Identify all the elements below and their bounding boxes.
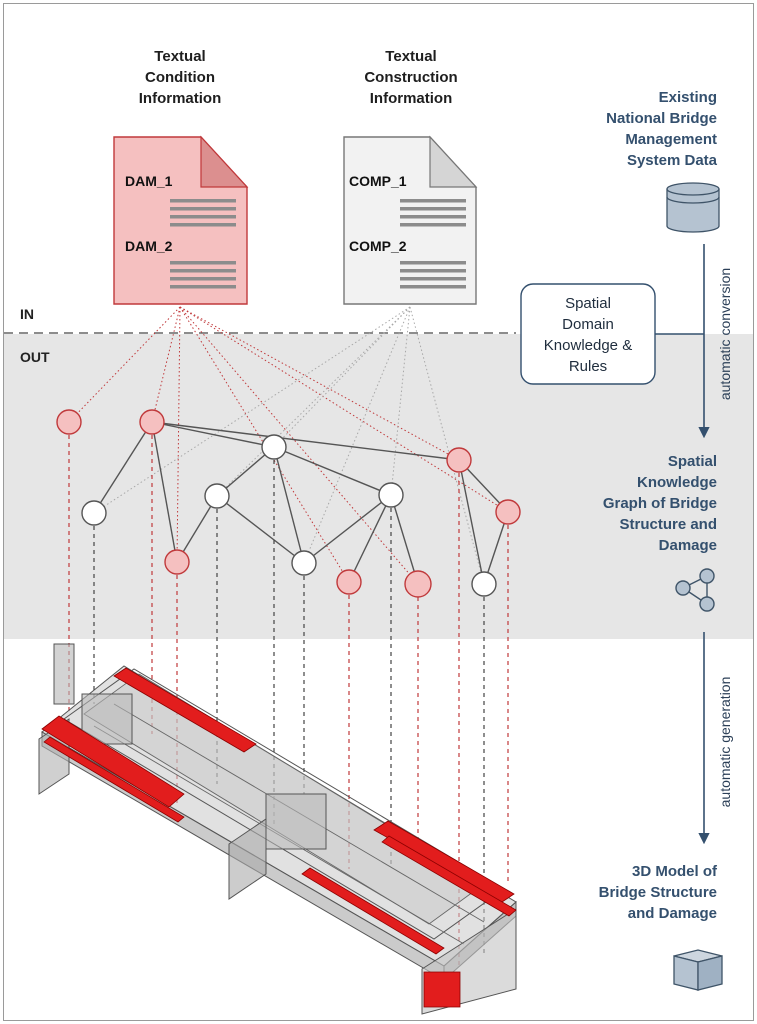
database-icon — [666, 182, 720, 233]
graph-node-damage — [495, 499, 521, 525]
text-lines-icon — [170, 199, 236, 289]
svg-text:Construction: Construction — [364, 69, 457, 86]
figure-frame: IN OUT Textual Condition Information Tex… — [3, 3, 754, 1021]
bridge-knowledge-diagram: IN OUT Textual Condition Information Tex… — [4, 48, 753, 1015]
conversion-arrow-label: automatic conversion — [717, 268, 733, 400]
svg-text:Textual: Textual — [154, 48, 205, 65]
existing-data-label: Existing National Bridge Management Syst… — [606, 89, 718, 169]
out-label: OUT — [20, 349, 50, 365]
generation-arrow-label: automatic generation — [717, 677, 733, 808]
dam-1-label: DAM_1 — [125, 173, 173, 189]
graph-node-component — [291, 550, 317, 576]
svg-text:Existing: Existing — [659, 89, 717, 106]
out-zone-band — [4, 334, 753, 639]
graph-node-component — [81, 500, 107, 526]
svg-text:3D Model of: 3D Model of — [632, 863, 718, 880]
svg-text:Structure and: Structure and — [619, 516, 717, 533]
domain-box-line: Knowledge & — [544, 337, 632, 354]
svg-text:National Bridge: National Bridge — [606, 110, 717, 127]
bridge-3d-model — [38, 643, 517, 1015]
domain-box-line: Domain — [562, 316, 614, 333]
damage-regions — [41, 667, 517, 1008]
graph-icon — [675, 568, 715, 612]
graph-node-damage — [139, 409, 165, 435]
svg-text:Management: Management — [625, 131, 717, 148]
graph-node-damage — [404, 570, 432, 598]
svg-text:Information: Information — [370, 90, 453, 107]
graph-node-damage — [56, 409, 82, 435]
damage-nodes — [56, 409, 521, 598]
condition-document: DAM_1 DAM_2 — [113, 135, 249, 305]
graph-node-component — [471, 571, 497, 597]
comp-2-label: COMP_2 — [349, 238, 407, 254]
dam-2-label: DAM_2 — [125, 238, 173, 254]
in-label: IN — [20, 306, 34, 322]
knowledge-graph-label: Spatial Knowledge Graph of Bridge Struct… — [603, 453, 717, 554]
comp-1-label: COMP_1 — [349, 173, 407, 189]
svg-text:Damage: Damage — [659, 537, 717, 554]
svg-text:Graph of Bridge: Graph of Bridge — [603, 495, 717, 512]
domain-box-line: Spatial — [565, 295, 611, 312]
graph-node-damage — [164, 549, 190, 575]
graph-node-damage — [446, 447, 472, 473]
svg-text:Textual: Textual — [385, 48, 436, 65]
svg-text:System Data: System Data — [627, 152, 718, 169]
construction-header: Textual Construction Information — [364, 48, 457, 107]
graph-node-component — [204, 483, 230, 509]
text-lines-icon — [400, 199, 466, 289]
svg-text:Knowledge: Knowledge — [637, 474, 717, 491]
condition-header: Textual Condition Information — [139, 48, 222, 107]
svg-text:Spatial: Spatial — [668, 453, 717, 470]
component-nodes — [81, 434, 497, 597]
svg-text:Bridge Structure: Bridge Structure — [599, 884, 717, 901]
construction-document: COMP_1 COMP_2 — [343, 135, 478, 305]
svg-text:and Damage: and Damage — [628, 905, 717, 922]
graph-node-component — [378, 482, 404, 508]
cube-icon — [673, 949, 723, 991]
svg-text:Condition: Condition — [145, 69, 215, 86]
svg-text:Information: Information — [139, 90, 222, 107]
graph-node-damage — [336, 569, 362, 595]
model-label: 3D Model of Bridge Structure and Damage — [599, 863, 718, 922]
component-links — [93, 306, 485, 585]
graph-node-component — [261, 434, 287, 460]
domain-box-line: Rules — [569, 358, 607, 375]
